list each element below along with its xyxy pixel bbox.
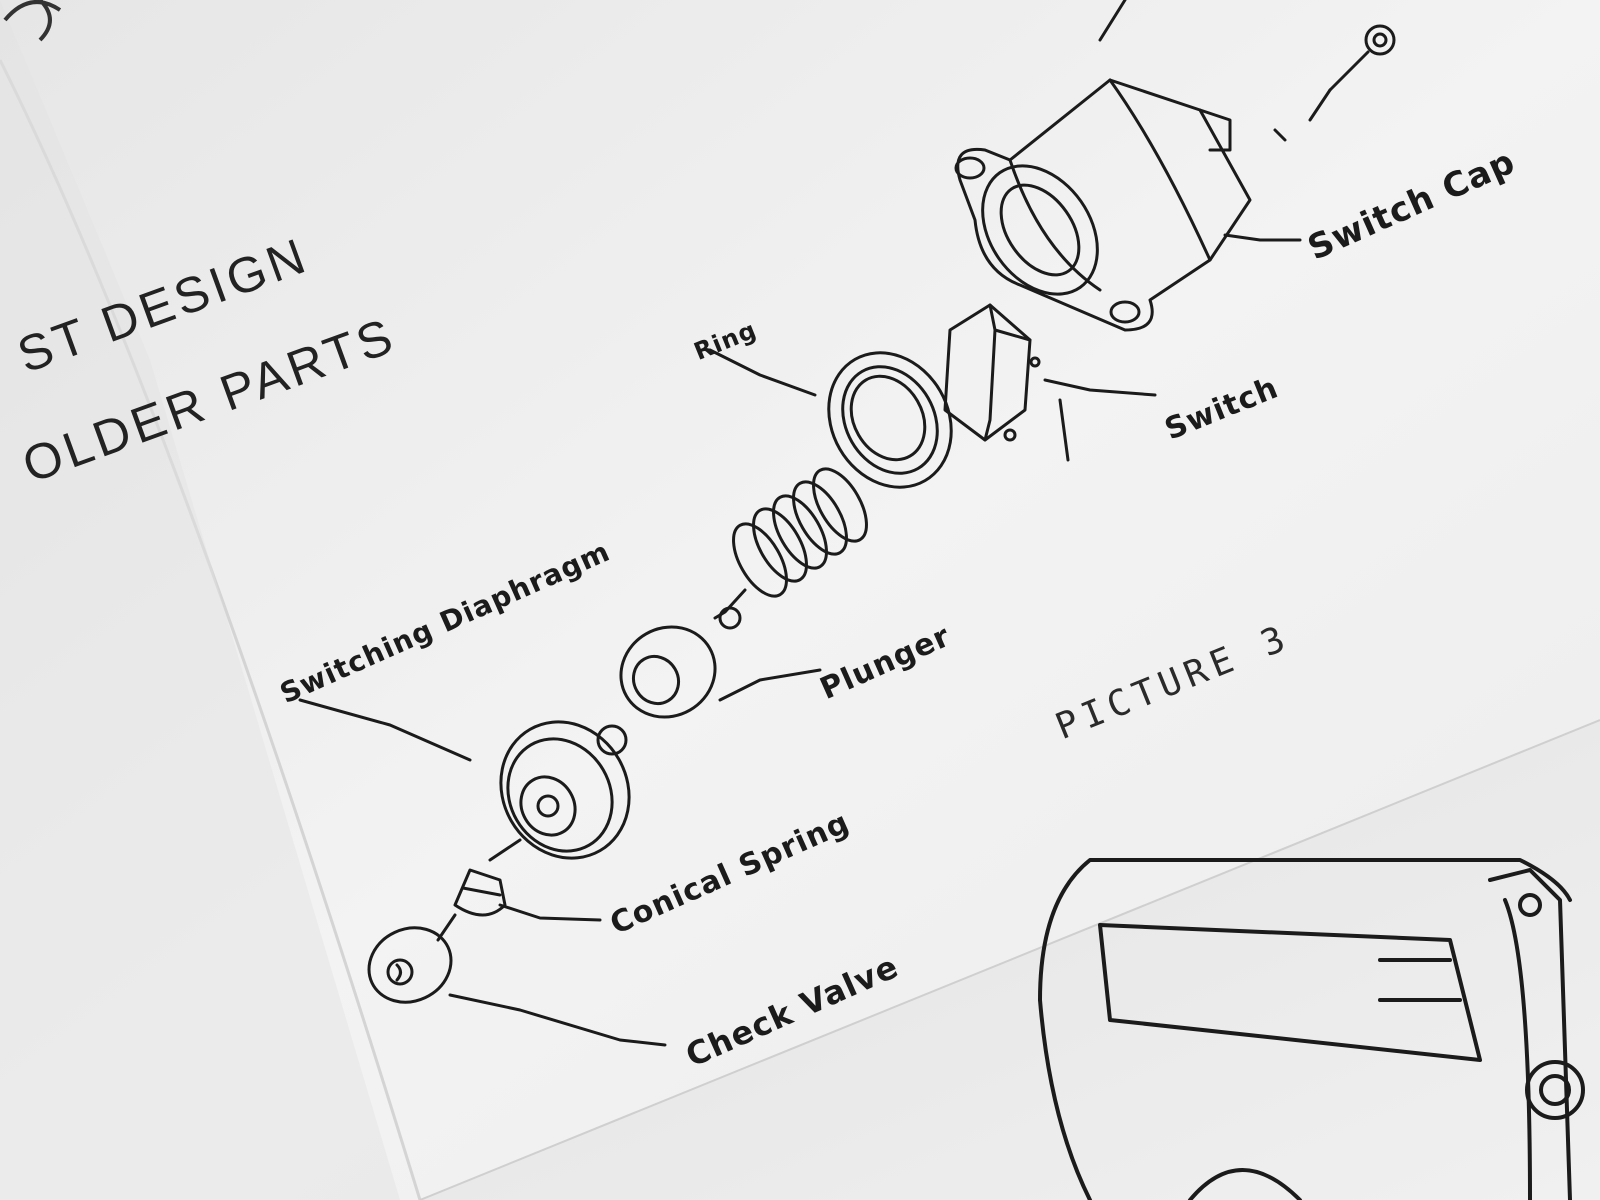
motor-illustration <box>1038 858 1585 1200</box>
plunger-drawing <box>619 606 742 719</box>
leader-conical-spring <box>498 903 602 922</box>
leader-plunger <box>718 668 822 702</box>
leader-ring <box>708 348 817 397</box>
leader-switch-cap <box>1223 233 1302 242</box>
sheet-edge <box>419 719 1600 1200</box>
spring-drawing <box>713 467 868 620</box>
shadow-fold <box>0 0 400 1200</box>
switch-cap-drawing <box>954 78 1287 332</box>
switching-diaphragm-drawing <box>499 720 631 860</box>
check-valve-drawing <box>367 913 457 1004</box>
conical-spring-drawing <box>453 838 522 917</box>
leader-check-valve <box>448 993 667 1047</box>
screw-icon <box>1098 0 1396 122</box>
cropped-heading-glyph <box>3 0 62 42</box>
switch-drawing <box>943 303 1070 462</box>
leader-switching-diaphragm <box>298 698 472 762</box>
paper-crease <box>0 59 422 1200</box>
leader-switch <box>1043 378 1157 397</box>
ring-drawing <box>827 351 953 489</box>
